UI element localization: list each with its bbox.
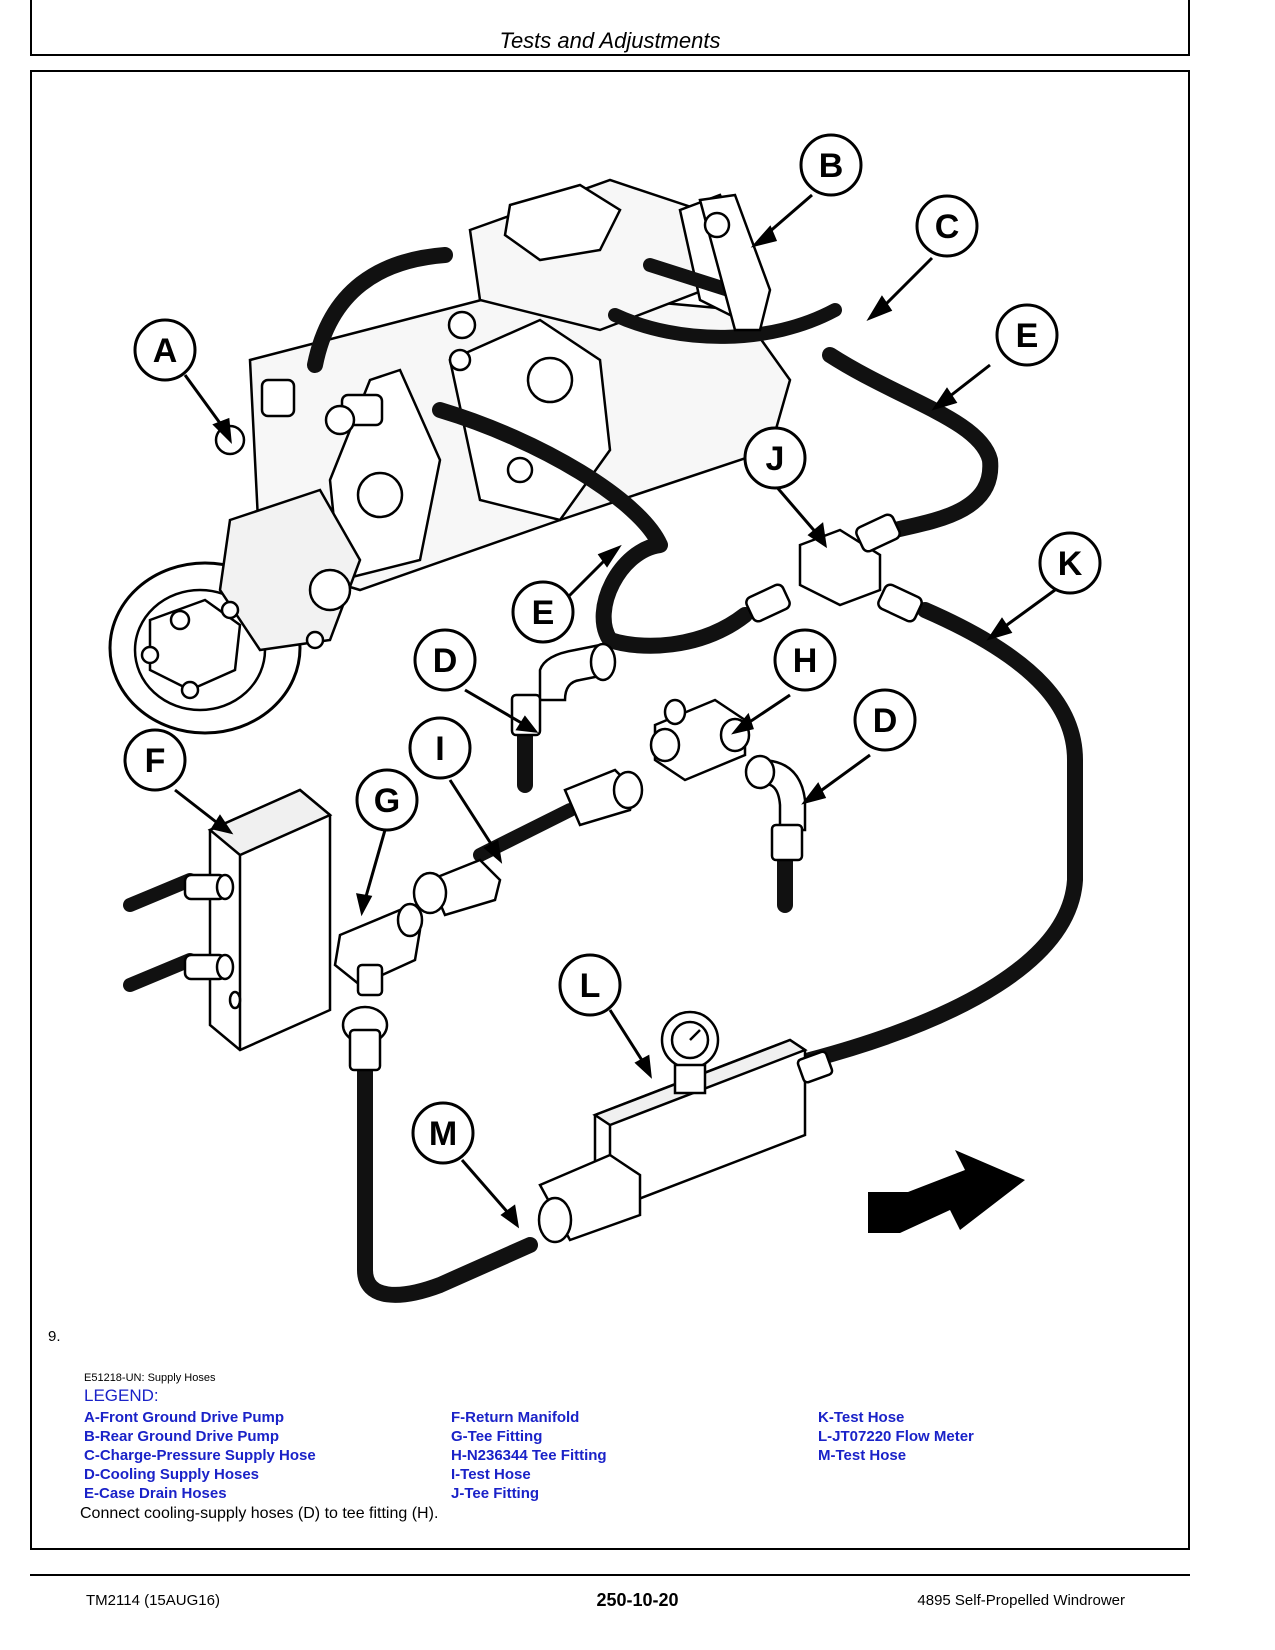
legend-item: A-Front Ground Drive Pump xyxy=(84,1409,284,1426)
leader-lines xyxy=(174,193,1056,1229)
callout-k-label: K xyxy=(1058,545,1083,583)
supply-hoses-figure: B C A E J K E D H D F I G L M xyxy=(108,133,1102,1303)
page-header-title: Tests and Adjustments xyxy=(499,28,721,53)
callout-g-label: G xyxy=(374,782,400,820)
callout-k: K xyxy=(1038,531,1102,595)
callout-e-upper-label: E xyxy=(1016,317,1039,355)
callout-l: L xyxy=(558,953,622,1017)
callout-b-label: B xyxy=(819,147,844,185)
legend-item: D-Cooling Supply Hoses xyxy=(84,1466,260,1483)
callout-d-right-label: D xyxy=(873,702,898,740)
callout-c: C xyxy=(915,194,979,258)
page-header: Tests and Adjustments xyxy=(30,0,1190,56)
callout-g: G xyxy=(355,768,419,832)
callout-a-label: A xyxy=(153,332,178,370)
footer-machine-name: 4895 Self-Propelled Windrower xyxy=(917,1592,1125,1609)
legend-item: F-Return Manifold xyxy=(451,1409,580,1426)
callout-e-lower: E xyxy=(511,580,575,644)
legend-title: LEGEND: xyxy=(84,1386,159,1405)
legend-item: C-Charge-Pressure Supply Hose xyxy=(84,1447,316,1464)
callout-f: F xyxy=(123,728,187,792)
callout-h: H xyxy=(773,628,837,692)
callout-e-upper: E xyxy=(995,303,1059,367)
callout-c-label: C xyxy=(935,208,960,246)
callout-i: I xyxy=(408,716,472,780)
callout-a: A xyxy=(133,318,197,382)
legend-item: E-Case Drain Hoses xyxy=(84,1485,227,1502)
legend-item: L-JT07220 Flow Meter xyxy=(818,1428,974,1445)
callout-d-left-label: D xyxy=(433,642,458,680)
direction-arrow-icon xyxy=(868,1150,1025,1233)
callout-d-right: D xyxy=(853,688,917,752)
footer-manual-id: TM2114 (15AUG16) xyxy=(86,1592,220,1609)
legend-item: I-Test Hose xyxy=(451,1466,531,1483)
callout-h-label: H xyxy=(793,642,818,680)
legend-item: H-N236344 Tee Fitting xyxy=(451,1447,607,1464)
footer-page-number: 250-10-20 xyxy=(596,1590,679,1610)
callout-j-label: J xyxy=(766,440,785,478)
tee-fitting-j xyxy=(798,528,882,607)
legend-column-3: K-Test Hose L-JT07220 Flow Meter M-Test … xyxy=(818,1408,974,1465)
callout-l-label: L xyxy=(580,967,601,1005)
legend-item: K-Test Hose xyxy=(818,1409,905,1426)
callout-i-label: I xyxy=(435,730,444,768)
callout-f-label: F xyxy=(145,742,166,780)
legend-item: J-Tee Fitting xyxy=(451,1485,540,1502)
callout-m: M xyxy=(411,1101,475,1165)
legend-item: M-Test Hose xyxy=(818,1447,907,1464)
callout-m-label: M xyxy=(429,1115,457,1153)
content-frame xyxy=(30,70,1190,1550)
footer-divider xyxy=(30,1574,1190,1576)
legend-item: G-Tee Fitting xyxy=(451,1428,543,1445)
instruction-text: Connect cooling-supply hoses (D) to tee … xyxy=(80,1505,439,1522)
step-number: 9. xyxy=(48,1328,61,1345)
figure-caption: E51218-UN: Supply Hoses xyxy=(84,1372,216,1384)
callout-b: B xyxy=(799,133,863,197)
legend-column-2: F-Return Manifold G-Tee Fitting H-N23634… xyxy=(451,1408,607,1503)
legend-item: B-Rear Ground Drive Pump xyxy=(84,1428,280,1445)
callout-e-lower-label: E xyxy=(532,594,555,632)
callout-d-left: D xyxy=(413,628,477,692)
fittings xyxy=(183,193,923,1244)
callout-j: J xyxy=(743,426,807,490)
legend-column-1: A-Front Ground Drive Pump B-Rear Ground … xyxy=(84,1408,316,1503)
